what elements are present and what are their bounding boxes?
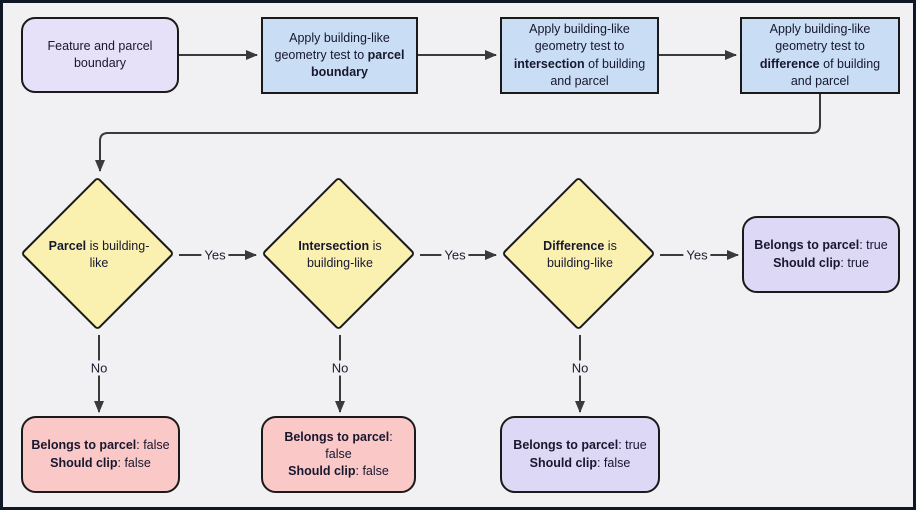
no-label-intersection: No bbox=[328, 360, 352, 376]
process-test-difference-label: Apply building-like geometry test to dif… bbox=[759, 22, 881, 88]
decision-intersection-building-like: Intersection is building-like bbox=[260, 175, 420, 335]
decision-difference-label: Difference is building-like bbox=[543, 238, 617, 270]
decision-intersection-label: Intersection is building-like bbox=[298, 238, 382, 270]
outcome-parcel-no: Belongs to parcel: false Should clip: fa… bbox=[21, 416, 180, 493]
decision-difference-building-like: Difference is building-like bbox=[500, 175, 660, 335]
decision-parcel-label: Parcel is building-like bbox=[48, 238, 150, 270]
yes-label-difference: Yes bbox=[683, 247, 711, 263]
process-test-parcel-boundary: Apply building-like geometry test to par… bbox=[261, 17, 418, 94]
yes-label-parcel: Yes bbox=[201, 247, 229, 263]
outcome-intersection-no-label: Belongs to parcel: false Should clip: fa… bbox=[284, 429, 393, 479]
outcome-intersection-no: Belongs to parcel: false Should clip: fa… bbox=[261, 416, 416, 493]
outcome-parcel-no-label: Belongs to parcel: false Should clip: fa… bbox=[31, 438, 170, 470]
yes-label-intersection: Yes bbox=[441, 247, 469, 263]
start-node-label: Feature and parcel boundary bbox=[47, 38, 153, 70]
decision-parcel-building-like: Parcel is building-like bbox=[19, 175, 179, 335]
outcome-difference-no: Belongs to parcel: true Should clip: fal… bbox=[500, 416, 660, 493]
edge-test-difference-to-decision-parcel bbox=[95, 94, 821, 172]
no-label-difference: No bbox=[568, 360, 592, 376]
process-test-intersection-label: Apply building-like geometry test to int… bbox=[513, 22, 646, 88]
outcome-difference-no-label: Belongs to parcel: true Should clip: fal… bbox=[513, 438, 647, 470]
process-test-difference: Apply building-like geometry test to dif… bbox=[740, 17, 900, 94]
outcome-difference-yes-label: Belongs to parcel: true Should clip: tru… bbox=[754, 238, 888, 270]
no-label-parcel: No bbox=[87, 360, 111, 376]
start-node: Feature and parcel boundary bbox=[21, 17, 179, 93]
outcome-difference-yes: Belongs to parcel: true Should clip: tru… bbox=[742, 216, 900, 293]
process-test-intersection: Apply building-like geometry test to int… bbox=[500, 17, 659, 94]
process-test-parcel-label: Apply building-like geometry test to par… bbox=[274, 30, 405, 80]
